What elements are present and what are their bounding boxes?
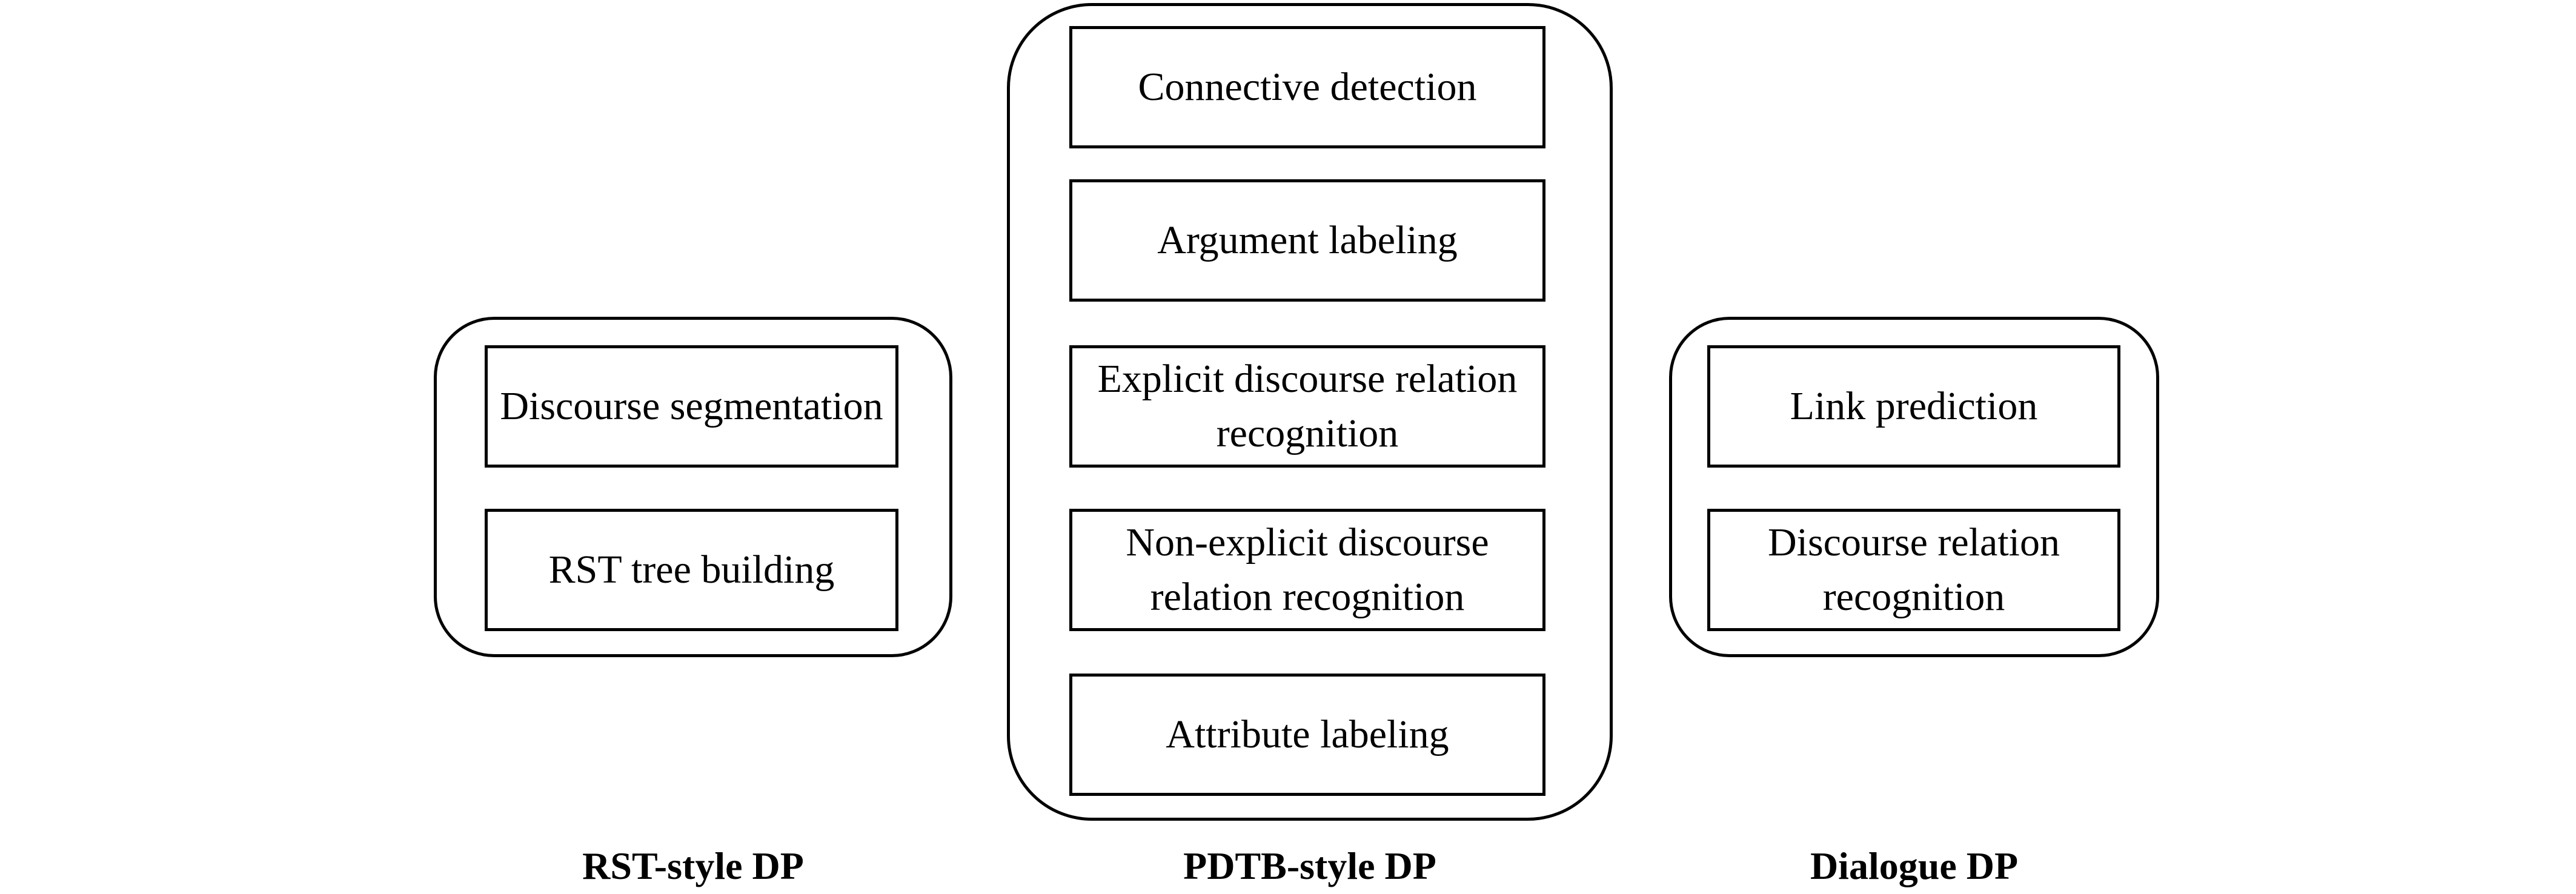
task-box-explicit-relation-recognition: Explicit discourse relation recognition: [1069, 345, 1545, 468]
task-label: Discourse relation recognition: [1767, 520, 2060, 619]
task-label: Connective detection: [1138, 65, 1477, 109]
task-box-link-prediction: Link prediction: [1707, 345, 2120, 468]
task-label: Link prediction: [1790, 384, 2038, 428]
rst-style-dp-caption: RST-style DP: [582, 844, 804, 887]
task-label: Argument labeling: [1157, 218, 1458, 262]
dialogue-dp-caption: Dialogue DP: [1810, 844, 2019, 887]
task-label: Explicit discourse relation recognition: [1097, 357, 1518, 455]
task-box-connective-detection: Connective detection: [1069, 26, 1545, 148]
pdtb-style-dp-caption: PDTB-style DP: [1183, 844, 1436, 887]
task-box-rst-tree-building: RST tree building: [485, 509, 898, 631]
task-label: Non-explicit discourse relation recognit…: [1126, 520, 1489, 619]
task-box-discourse-segmentation: Discourse segmentation: [485, 345, 898, 468]
task-label: RST tree building: [548, 548, 835, 592]
task-box-argument-labeling: Argument labeling: [1069, 179, 1545, 302]
task-box-attribute-labeling: Attribute labeling: [1069, 674, 1545, 796]
task-box-non-explicit-relation-recognition: Non-explicit discourse relation recognit…: [1069, 509, 1545, 631]
task-box-discourse-relation-recognition: Discourse relation recognition: [1707, 509, 2120, 631]
task-label: Discourse segmentation: [500, 384, 883, 428]
task-label: Attribute labeling: [1166, 712, 1449, 757]
